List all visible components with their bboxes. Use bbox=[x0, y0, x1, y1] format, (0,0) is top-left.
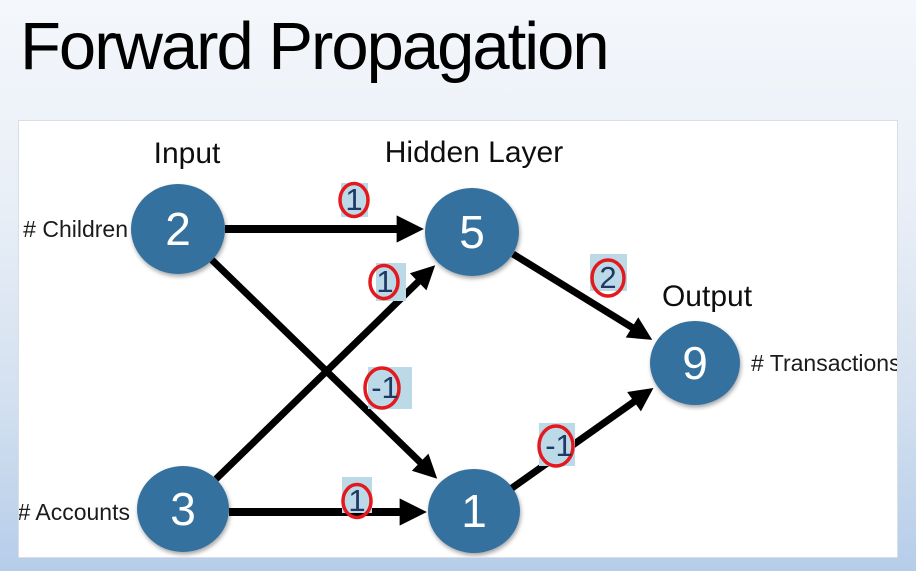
hidden-layer-title: Hidden Layer bbox=[385, 136, 563, 169]
weight-value: 1 bbox=[376, 264, 393, 299]
node-hidden2-value: 1 bbox=[461, 485, 487, 537]
weight-input2-hidden2: 1 bbox=[341, 477, 373, 520]
weight-input1-hidden1: 1 bbox=[338, 181, 370, 219]
node-hidden1-value: 5 bbox=[459, 206, 485, 258]
node-hidden1: 5 bbox=[425, 188, 519, 276]
node-output1-value: 9 bbox=[682, 337, 708, 389]
node-input2-value: 3 bbox=[170, 483, 196, 535]
output1-label: # Transactions bbox=[751, 350, 897, 376]
node-hidden1-circle bbox=[425, 188, 519, 276]
node-input1: 2 bbox=[131, 184, 225, 274]
edge-input1-hidden2 bbox=[209, 257, 438, 479]
weight-value: 1 bbox=[348, 483, 365, 518]
weight-value: -1 bbox=[371, 370, 399, 405]
weight-input1-hidden2: -1 bbox=[363, 366, 412, 410]
edge-input2-hidden1 bbox=[213, 265, 436, 482]
node-output1: 9 bbox=[650, 321, 740, 405]
weight-ring bbox=[363, 366, 401, 410]
weight-hidden2-output1: -1 bbox=[537, 423, 575, 468]
node-output1-circle bbox=[650, 321, 740, 405]
weight-ring bbox=[338, 181, 370, 219]
node-hidden2: 1 bbox=[428, 469, 520, 553]
node-input2-circle bbox=[137, 466, 229, 552]
edge-hidden1-output1 bbox=[511, 251, 653, 340]
weight-value: 2 bbox=[599, 260, 616, 295]
page-title: Forward Propagation bbox=[20, 9, 610, 84]
weight-ring bbox=[341, 482, 373, 520]
input2-label: # Accounts bbox=[19, 499, 130, 525]
weight-value: -1 bbox=[545, 428, 573, 463]
weight-ring bbox=[368, 263, 400, 301]
node-hidden2-circle bbox=[428, 469, 520, 553]
weight-ring bbox=[590, 258, 626, 298]
network-diagram: Input Hidden Layer Output # Children # A… bbox=[19, 136, 897, 553]
weight-hidden1-output1: 2 bbox=[590, 254, 627, 298]
node-input2: 3 bbox=[137, 466, 229, 552]
output-layer-title: Output bbox=[662, 280, 753, 313]
weight-ring bbox=[537, 424, 575, 468]
weight-value: 1 bbox=[345, 182, 362, 217]
input1-label: # Children bbox=[23, 216, 128, 242]
node-input1-circle bbox=[131, 184, 225, 274]
weight-input2-hidden1: 1 bbox=[368, 263, 406, 301]
input-layer-title: Input bbox=[154, 137, 221, 170]
network-diagram-panel: Input Hidden Layer Output # Children # A… bbox=[18, 120, 898, 558]
weight-highlight bbox=[368, 367, 412, 409]
node-input1-value: 2 bbox=[165, 203, 191, 255]
